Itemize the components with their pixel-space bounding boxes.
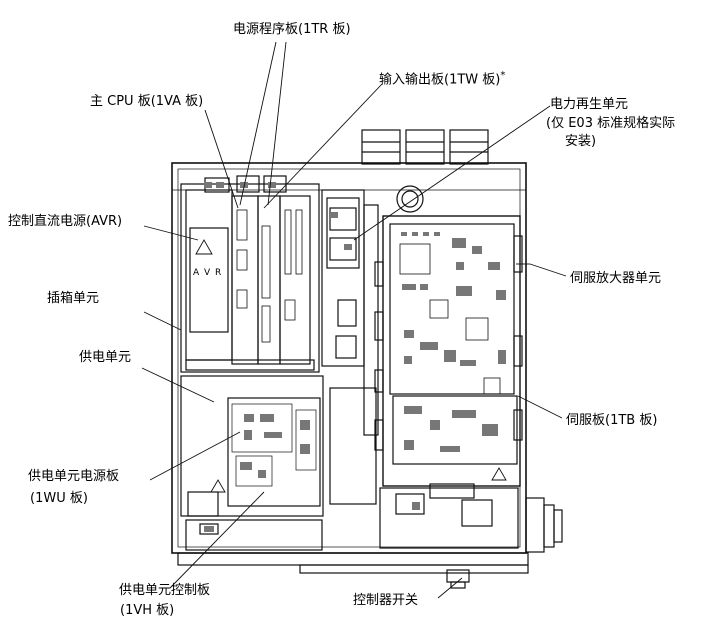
cable-port <box>396 185 424 213</box>
label-regen-unit-title: 电力再生单元 <box>550 97 629 112</box>
label-psu-control-board-1: 供电单元控制板 <box>119 583 211 598</box>
label-power-supply-unit: 供电单元 <box>79 350 132 365</box>
label-psu-power-board-2: (1WU 板) <box>30 491 88 506</box>
label-io-board-mark: * <box>500 70 506 81</box>
switch-knob <box>446 569 470 583</box>
servo-amplifier <box>374 215 523 487</box>
label-rack-unit: 插箱单元 <box>47 291 100 306</box>
label-power-program-board: 电源程序板(1TR 板) <box>233 22 351 37</box>
power-supply-unit <box>180 375 324 517</box>
label-servo-amp-unit: 伺服放大器单元 <box>570 271 662 286</box>
rack-connectors <box>236 209 303 343</box>
avr-plate-text: A V R <box>193 268 223 278</box>
label-main-cpu-board: 主 CPU 板(1VA 板) <box>90 94 204 109</box>
io-column <box>321 189 379 436</box>
label-regen-unit-note-1: (仅 E03 标准规格实际 <box>546 116 676 131</box>
label-controller-switch: 控制器开关 <box>353 593 419 608</box>
top-hinges <box>361 129 489 165</box>
label-servo-board: 伺服板(1TB 板) <box>566 413 658 428</box>
avr-box <box>189 227 229 333</box>
cable-glands <box>525 497 563 553</box>
board-detail <box>204 182 506 532</box>
label-regen-unit-note-2: 安装) <box>565 134 597 149</box>
label-psu-control-board-2: (1VH 板) <box>120 603 175 618</box>
label-psu-power-board-1: 供电单元电源板 <box>28 469 120 484</box>
label-io-board: 输入输出板(1TW 板)* <box>379 67 505 88</box>
label-avr: 控制直流电源(AVR) <box>8 214 123 229</box>
label-io-board-text: 输入输出板(1TW 板) <box>379 72 501 88</box>
leader-lines <box>141 41 567 599</box>
